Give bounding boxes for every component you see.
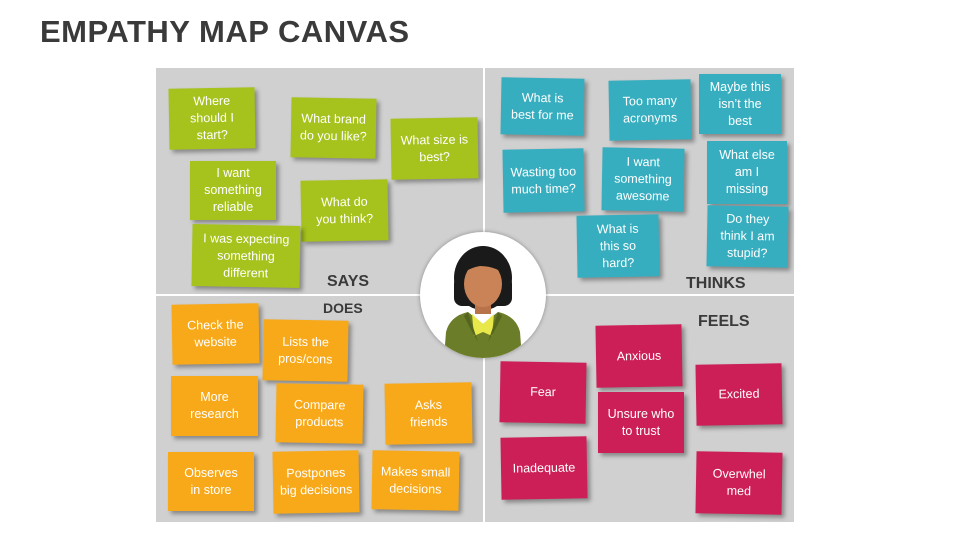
says-note: What size is best? — [390, 117, 479, 180]
does-note: Check the website — [171, 303, 260, 365]
feels-note: Inadequate — [500, 436, 588, 500]
does-note: Observes in store — [168, 452, 254, 511]
thinks-note: Too many acronyms — [608, 79, 692, 141]
user-persona-icon — [420, 232, 546, 358]
thinks-label: THINKS — [686, 275, 746, 292]
thinks-note: Do they think I am stupid? — [706, 205, 789, 268]
says-note: What do you think? — [300, 179, 389, 242]
says-note: What brand do you like? — [290, 97, 377, 159]
does-note: Makes small decisions — [371, 450, 460, 511]
thinks-note: What is this so hard? — [576, 214, 660, 278]
says-note: Where should I start? — [168, 87, 256, 150]
thinks-note: Maybe this isn’t the best — [699, 74, 781, 134]
says-note: I want something reliable — [190, 161, 276, 220]
page-title: EMPATHY MAP CANVAS — [40, 14, 410, 49]
thinks-note: I want something awesome — [601, 147, 685, 212]
feels-note: Excited — [695, 363, 783, 426]
says-label: SAYS — [327, 273, 370, 290]
does-label: DOES — [323, 300, 363, 316]
feels-note: Anxious — [595, 324, 683, 388]
feels-note: Fear — [499, 361, 587, 424]
says-note: I was expecting something different — [191, 224, 301, 288]
thinks-note: What else am I missing — [707, 141, 787, 204]
does-note: Postpones big decisions — [272, 450, 360, 514]
thinks-note: What is best for me — [500, 77, 585, 136]
thinks-note: Wasting too much time? — [502, 148, 585, 213]
feels-note: Unsure who to trust — [598, 392, 684, 453]
does-note: Lists the pros/cons — [262, 319, 349, 382]
feels-note: Overwhel med — [695, 451, 783, 515]
does-note: More research — [171, 376, 258, 436]
does-note: Asks friends — [384, 382, 473, 445]
does-note: Compare products — [275, 383, 364, 444]
feels-label: FEELS — [698, 313, 750, 330]
